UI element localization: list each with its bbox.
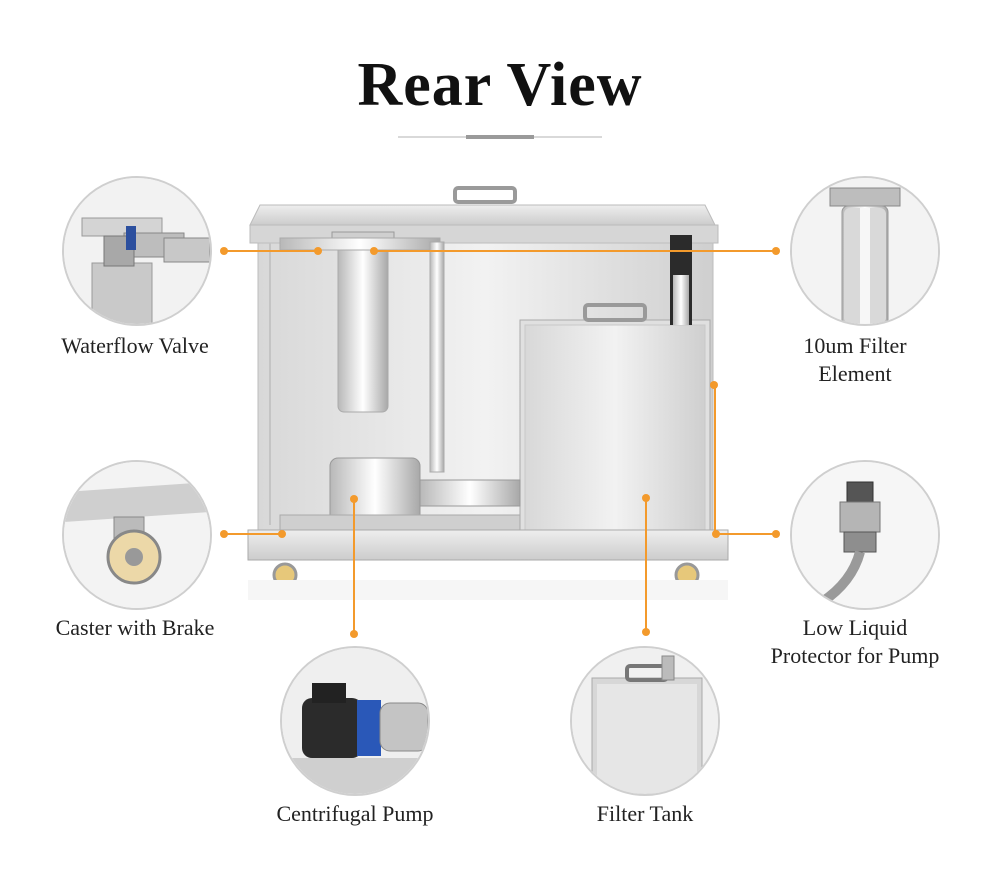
filter-element-label-line1: 10um Filter (803, 333, 907, 358)
page-title: Rear View (357, 51, 643, 119)
pump-connector (353, 499, 355, 634)
low-liquid-label: Low Liquid Protector for Pump (740, 614, 970, 670)
machine-illustration (240, 180, 740, 605)
low-liquid-protector-closeup (790, 460, 940, 610)
filter-element-label-line2: Element (818, 361, 892, 386)
low-liquid-connector (716, 533, 778, 535)
title-divider-accent (466, 135, 534, 139)
filter-tank-closeup (570, 646, 720, 796)
caster-point (278, 530, 286, 538)
filter-element-closeup (790, 176, 940, 326)
waterflow-valve-connector (224, 250, 320, 252)
centrifugal-pump-closeup (280, 646, 430, 796)
low-liquid-vertical (714, 385, 716, 533)
filter-element-connector (374, 250, 778, 252)
caster-closeup (62, 460, 212, 610)
pump-label: Centrifugal Pump (276, 801, 434, 826)
filter-tank-dot (642, 628, 650, 636)
low-liquid-label-line2: Protector for Pump (770, 643, 940, 668)
filter-tank-connector (645, 498, 647, 632)
filter-element-dot (772, 247, 780, 255)
waterflow-valve-point (314, 247, 322, 255)
low-liquid-dot (772, 530, 780, 538)
waterflow-valve-label: Waterflow Valve (61, 333, 209, 358)
pump-dot (350, 630, 358, 638)
caster-label: Caster with Brake (55, 615, 215, 640)
filter-tank-label: Filter Tank (596, 801, 694, 826)
waterflow-valve-closeup (62, 176, 212, 326)
low-liquid-label-line1: Low Liquid (802, 615, 908, 640)
filter-element-label: 10um Filter Element (750, 332, 960, 388)
caster-connector (224, 533, 282, 535)
